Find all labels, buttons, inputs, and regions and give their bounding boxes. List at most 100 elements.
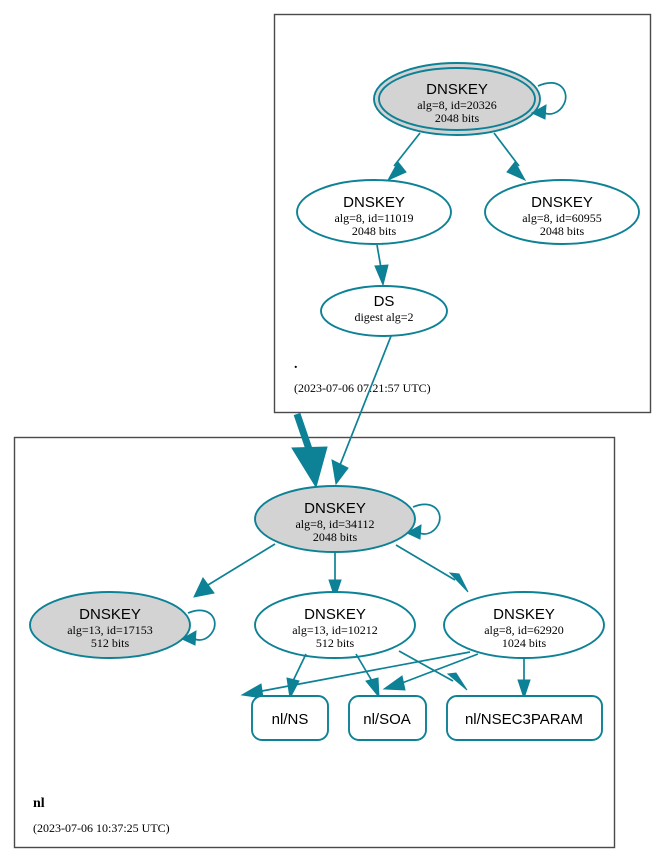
edge-self-loop-nl-ksk	[405, 503, 441, 540]
edge-10212-to-soa	[355, 653, 380, 699]
node-ellipse	[320, 285, 448, 337]
node-title: DNSKEY	[79, 606, 141, 623]
node-detail-line2: alg=8, id=62920	[484, 623, 564, 637]
edge-path	[207, 543, 276, 586]
node-title: DNSKEY	[426, 81, 488, 98]
edge-path	[339, 335, 392, 466]
node-nl-key-17153[interactable]: DNSKEY alg=13, id=17153 512 bits	[29, 591, 191, 659]
node-detail-line2: alg=13, id=17153	[67, 623, 153, 637]
edge-ds-to-nl-ksk	[331, 335, 392, 486]
edge-path	[393, 132, 421, 167]
edge-root-ksk-to-11019	[386, 132, 421, 182]
edge-62920-to-soa	[382, 653, 479, 691]
arrow-head-icon	[446, 672, 468, 691]
arrow-head-icon	[517, 679, 531, 700]
edge-path	[376, 244, 382, 269]
arrow-head-icon	[180, 630, 197, 646]
node-detail-line2: digest alg=2	[354, 310, 413, 324]
edge-nl-ksk-to-62920	[395, 544, 469, 593]
node-title: DS	[374, 293, 395, 310]
zone-label-root: .	[294, 357, 298, 372]
arrow-head-icon	[291, 446, 328, 489]
node-detail-line2: alg=13, id=10212	[292, 623, 378, 637]
zone-label-nl: nl	[33, 796, 45, 811]
zone-group-nl: DNSKEY alg=8, id=34112 2048 bits DNSKEY	[13, 335, 616, 849]
node-detail-line2: alg=8, id=20326	[417, 98, 497, 112]
edge-nl-ksk-to-17153	[193, 543, 276, 598]
node-ellipse	[254, 591, 416, 659]
node-nl-nsec3param[interactable]: nl/NSEC3PARAM	[446, 695, 603, 741]
edge-path	[493, 132, 520, 167]
arrow-head-icon	[286, 677, 300, 700]
zone-timestamp-root: (2023-07-06 07:21:57 UTC)	[294, 381, 431, 395]
node-nl-key-10212[interactable]: DNSKEY alg=13, id=10212 512 bits	[254, 591, 416, 659]
node-title: DNSKEY	[493, 606, 555, 623]
edge-path	[292, 653, 307, 682]
node-title: nl/NSEC3PARAM	[465, 711, 583, 728]
edge-11019-to-ds	[374, 244, 389, 287]
edge-self-loop-root-ksk	[530, 82, 567, 120]
arrow-head-icon	[374, 264, 389, 287]
node-nl-soa[interactable]: nl/SOA	[348, 695, 427, 741]
arrow-head-icon	[530, 104, 547, 120]
zone-timestamp-nl: (2023-07-06 10:37:25 UTC)	[33, 821, 170, 835]
edge-path	[401, 653, 479, 684]
node-root-ds[interactable]: DS digest alg=2	[320, 285, 448, 337]
node-detail-line3: 2048 bits	[435, 111, 480, 125]
node-ellipse	[296, 179, 452, 245]
node-ellipse	[29, 591, 191, 659]
edge-self-loop-nl-17153	[180, 609, 216, 646]
node-root-zsk-11019[interactable]: DNSKEY alg=8, id=11019 2048 bits	[296, 179, 452, 245]
arrow-head-icon	[331, 459, 349, 486]
edge-path	[355, 653, 373, 682]
node-detail-line3: 2048 bits	[352, 224, 397, 238]
node-rect	[446, 695, 603, 741]
node-title: nl/SOA	[363, 711, 411, 728]
node-detail-line3: 512 bits	[316, 636, 355, 650]
self-loop-path	[187, 609, 216, 641]
arrow-head-icon	[193, 577, 215, 598]
arrow-head-icon	[365, 677, 380, 699]
node-detail-line3: 2048 bits	[540, 224, 585, 238]
arrow-head-icon	[386, 161, 407, 182]
node-root-zsk-60955[interactable]: DNSKEY alg=8, id=60955 2048 bits	[484, 179, 640, 245]
edge-path	[395, 544, 456, 581]
edge-path	[398, 650, 454, 682]
node-detail-line2: alg=8, id=34112	[295, 517, 374, 531]
node-rect	[348, 695, 427, 741]
node-detail-line3: 512 bits	[91, 636, 130, 650]
edge-zone-delegation-root-to-nl	[291, 412, 328, 489]
zone-group-root: DNSKEY alg=8, id=20326 2048 bits DNSKEY …	[273, 13, 652, 414]
arrow-head-icon	[328, 579, 342, 600]
node-nl-ksk-34112[interactable]: DNSKEY alg=8, id=34112 2048 bits	[254, 485, 416, 553]
node-ellipse	[484, 179, 640, 245]
arrow-head-icon	[448, 572, 469, 593]
arrow-head-icon	[240, 683, 264, 699]
edge-62920-to-ns	[240, 651, 471, 699]
node-title: DNSKEY	[304, 606, 366, 623]
node-detail-line2: alg=8, id=60955	[522, 211, 602, 225]
edge-10212-to-nsec3param	[398, 650, 468, 691]
node-title: DNSKEY	[343, 194, 405, 211]
arrow-head-icon	[382, 675, 406, 691]
node-detail-line3: 2048 bits	[313, 530, 358, 544]
node-nl-key-62920[interactable]: DNSKEY alg=8, id=62920 1024 bits	[443, 591, 605, 659]
node-title: nl/NS	[272, 711, 309, 728]
node-title: DNSKEY	[304, 500, 366, 517]
node-nl-ns[interactable]: nl/NS	[251, 695, 329, 741]
edge-nl-ksk-to-10212	[328, 553, 342, 600]
node-inner-ellipse	[378, 67, 536, 131]
arrow-head-icon	[506, 161, 527, 182]
node-detail-line2: alg=8, id=11019	[334, 211, 413, 225]
self-loop-path	[537, 82, 567, 115]
node-rect	[251, 695, 329, 741]
arrow-head-icon	[405, 524, 422, 540]
node-root-ksk[interactable]: DNSKEY alg=8, id=20326 2048 bits	[373, 62, 541, 136]
node-detail-line3: 1024 bits	[502, 636, 547, 650]
self-loop-path	[412, 503, 441, 535]
node-ellipse	[254, 485, 416, 553]
edge-10212-to-ns	[286, 653, 307, 700]
edge-path	[261, 651, 471, 692]
